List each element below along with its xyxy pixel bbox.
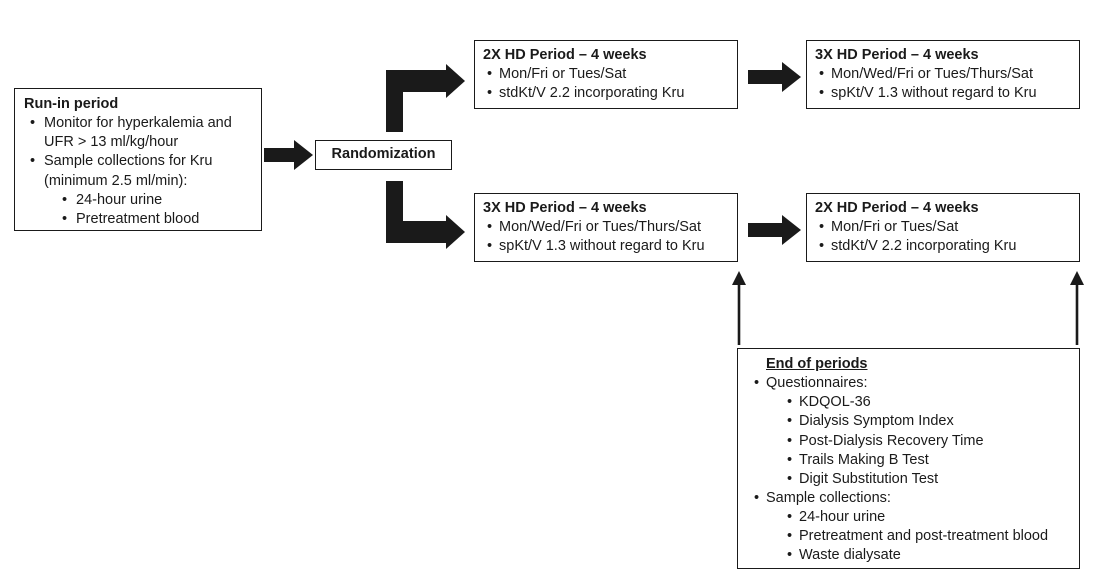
top-arm-second-period-box: 3X HD Period – 4 weeks Mon/Wed/Fri or Tu…	[806, 40, 1080, 109]
period-bullet-list: Mon/Wed/Fri or Tues/Thurs/Sat spKt/V 1.3…	[815, 65, 1071, 103]
bottom-arm-first-period-box: 3X HD Period – 4 weeks Mon/Wed/Fri or Tu…	[474, 193, 738, 262]
bullet-item: stdKt/V 2.2 incorporating Kru	[483, 84, 729, 103]
sub-bullet-item: Pretreatment blood	[56, 210, 252, 229]
arrow-shaft	[386, 221, 446, 243]
bullet-item: Mon/Wed/Fri or Tues/Thurs/Sat	[483, 218, 729, 237]
arrow-shaft	[737, 282, 741, 345]
sub-bullet-item: Waste dialysate	[781, 546, 1069, 565]
sub-bullet-item: Post-Dialysis Recovery Time	[781, 432, 1069, 451]
arrow-head	[446, 64, 465, 98]
period-bullet-list: Mon/Wed/Fri or Tues/Thurs/Sat spKt/V 1.3…	[483, 218, 729, 256]
sub-bullet-item: Pretreatment and post-treatment blood	[781, 527, 1069, 546]
period-bullet-list: Mon/Fri or Tues/Sat stdKt/V 2.2 incorpor…	[815, 218, 1071, 256]
sub-bullet-item: KDQOL-36	[781, 393, 1069, 412]
bullet-item: Sample collections:	[748, 489, 1069, 508]
run-in-period-box: Run-in period Monitor for hyperkalemia a…	[14, 88, 262, 231]
arrow-shaft	[1075, 282, 1079, 345]
top-arm-first-period-box: 2X HD Period – 4 weeks Mon/Fri or Tues/S…	[474, 40, 738, 109]
bottom-arm-forward-arrow	[748, 215, 801, 245]
period-box-title: 2X HD Period – 4 weeks	[815, 200, 979, 216]
arrow-head	[1070, 271, 1084, 285]
bullet-item: Monitor for hyperkalemia and UFR > 13 ml…	[24, 114, 252, 152]
period-box-title: 3X HD Period – 4 weeks	[815, 47, 979, 63]
sub-bullet-item: Trails Making B Test	[781, 451, 1069, 470]
sub-bullet-item: Dialysis Symptom Index	[781, 412, 1069, 431]
bullet-item: spKt/V 1.3 without regard to Kru	[815, 84, 1071, 103]
arrow-shaft	[386, 70, 446, 92]
arrow-head	[294, 140, 313, 170]
arrow-head	[732, 271, 746, 285]
run-in-period-title: Run-in period	[24, 96, 119, 112]
arrow-head	[782, 62, 801, 92]
arrow-head	[782, 215, 801, 245]
sub-bullet-item: 24-hour urine	[56, 191, 252, 210]
randomization-to-bottom-arm-arrow	[386, 181, 465, 249]
arrow-shaft	[264, 148, 294, 162]
run-in-to-randomization-arrow	[264, 140, 313, 170]
run-in-bullet-list: Monitor for hyperkalemia and UFR > 13 ml…	[24, 114, 252, 229]
end-of-periods-title: End of periods	[766, 356, 868, 372]
arrow-shaft	[748, 70, 782, 84]
bullet-item: spKt/V 1.3 without regard to Kru	[483, 237, 729, 256]
period-box-title: 3X HD Period – 4 weeks	[483, 200, 647, 216]
end-of-periods-box: End of periods Questionnaires: KDQOL-36 …	[737, 348, 1080, 569]
end-periods-left-up-arrow	[732, 271, 746, 345]
top-arm-forward-arrow	[748, 62, 801, 92]
end-periods-right-up-arrow	[1070, 271, 1084, 345]
arrow-shaft	[748, 223, 782, 237]
bullet-item: Questionnaires:	[748, 374, 1069, 393]
end-of-periods-bullet-list: Questionnaires: KDQOL-36 Dialysis Sympto…	[748, 374, 1069, 565]
bullet-item: Sample collections for Kru (minimum 2.5 …	[24, 152, 252, 190]
period-bullet-list: Mon/Fri or Tues/Sat stdKt/V 2.2 incorpor…	[483, 65, 729, 103]
period-box-title: 2X HD Period – 4 weeks	[483, 47, 647, 63]
sub-bullet-item: Digit Substitution Test	[781, 470, 1069, 489]
bullet-item: stdKt/V 2.2 incorporating Kru	[815, 237, 1071, 256]
arrow-head	[446, 215, 465, 249]
randomization-to-top-arm-arrow	[386, 64, 465, 132]
bullet-item: Mon/Fri or Tues/Sat	[483, 65, 729, 84]
sub-bullet-item: 24-hour urine	[781, 508, 1069, 527]
bullet-item: Mon/Wed/Fri or Tues/Thurs/Sat	[815, 65, 1071, 84]
randomization-box: Randomization	[315, 140, 452, 170]
randomization-label: Randomization	[331, 146, 436, 163]
bottom-arm-second-period-box: 2X HD Period – 4 weeks Mon/Fri or Tues/S…	[806, 193, 1080, 262]
bullet-item: Mon/Fri or Tues/Sat	[815, 218, 1071, 237]
